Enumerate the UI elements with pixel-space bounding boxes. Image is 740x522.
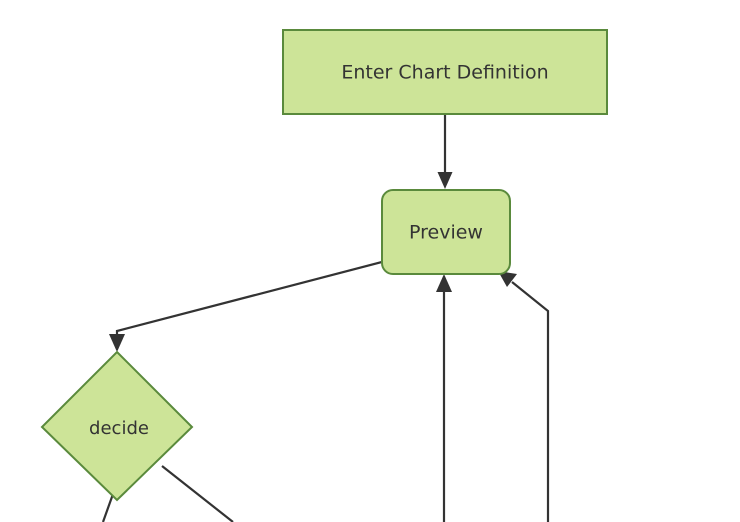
edge-preview-to-decide (109, 260, 383, 352)
decide-shape[interactable] (40, 350, 194, 502)
edge-decide-bottom-out (101, 493, 115, 522)
preview-shape[interactable] (381, 189, 511, 275)
decide-label: decide (89, 418, 149, 439)
enter-chart-definition-shape[interactable] (282, 29, 608, 115)
enter-chart-definition-label: Enter Chart Definition (341, 62, 548, 84)
node-decide[interactable]: decide (40, 350, 194, 502)
node-enter-chart-definition[interactable]: Enter Chart Definition (282, 29, 608, 115)
node-preview[interactable]: Preview (381, 189, 511, 275)
edge-return-right-to-preview (498, 271, 550, 522)
edge-decide-right-out (161, 465, 234, 522)
edge-enter-to-preview (437, 114, 453, 189)
edge-return-center-to-preview (436, 274, 452, 522)
preview-label: Preview (409, 222, 483, 244)
